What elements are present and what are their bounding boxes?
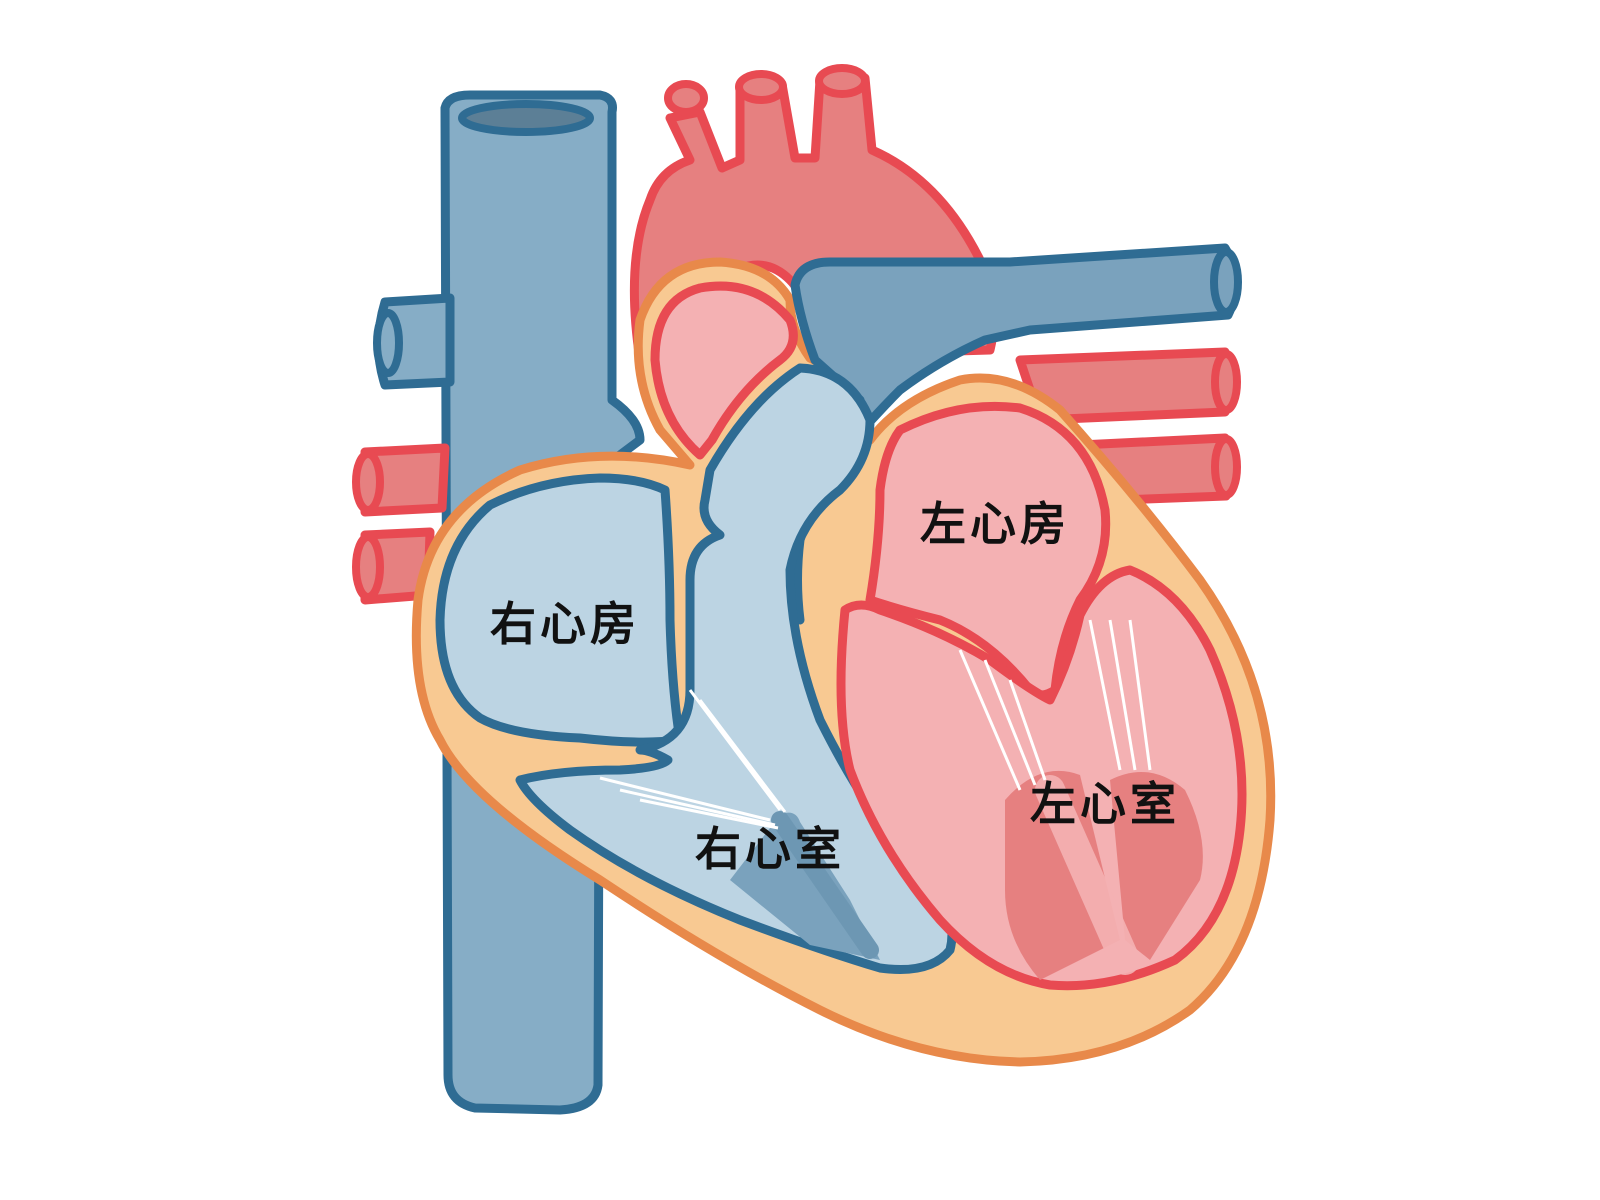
pulmonary-veins	[1015, 347, 1241, 505]
label-left-ventricle: 左心室	[1030, 777, 1180, 831]
pulmonary-trunk	[650, 281, 798, 460]
label-left-atrium: 左心房	[920, 497, 1070, 551]
label-right-atrium: 右心房	[490, 597, 640, 651]
vena-cava-opening	[458, 100, 594, 136]
left-chordae	[958, 619, 1152, 791]
right-ventricle	[515, 363, 957, 975]
right-atrium	[435, 473, 685, 747]
left-ventricle	[836, 565, 1247, 991]
label-right-ventricle: 右心室	[695, 822, 845, 876]
left-vein-stub	[373, 293, 455, 390]
right-chordae	[599, 689, 787, 830]
